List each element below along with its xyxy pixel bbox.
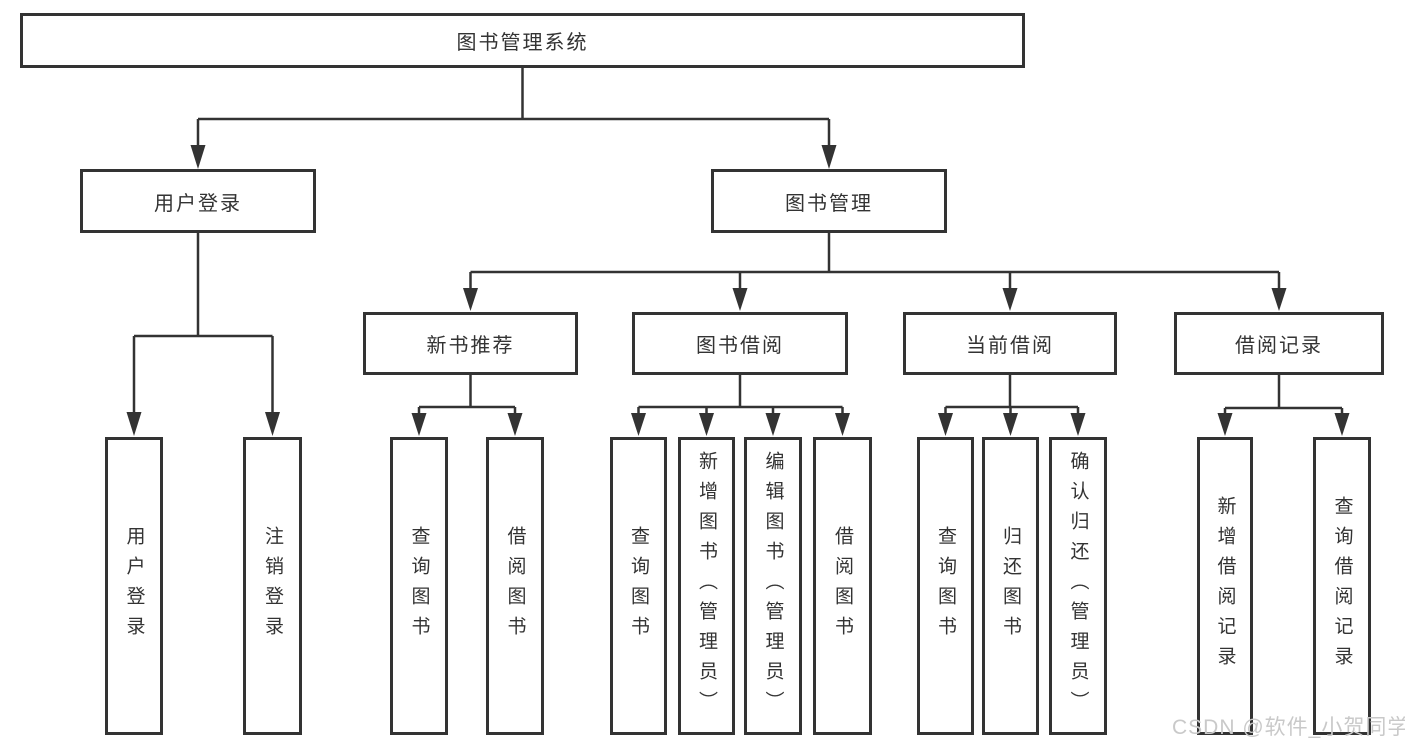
node-label: 图书管理系统 (456, 32, 589, 54)
node-new-book-recommend: 新书推荐 (363, 312, 578, 375)
arrowhead (507, 413, 523, 436)
arrowhead (732, 288, 748, 311)
leaf-query-books-recommend: 查询图书 (390, 437, 448, 735)
connector-root-to-level2 (190, 68, 837, 169)
connector-book-borrow-to-leaves (631, 375, 850, 436)
node-book-management: 图书管理 (711, 169, 947, 233)
leaf-user-login: 用户登录 (105, 437, 163, 735)
arrowhead (631, 413, 646, 436)
arrowhead (265, 412, 280, 436)
arrowhead (1217, 413, 1233, 436)
connector-user-login-to-leaves (126, 233, 280, 436)
node-label: 图书借阅 (696, 335, 784, 357)
arrowhead (463, 288, 478, 311)
csdn-watermark: CSDN @软件_小贺同学 (1172, 716, 1405, 739)
arrowhead (1271, 288, 1287, 311)
node-label: 当前借阅 (966, 335, 1054, 357)
node-root-library-system: 图书管理系统 (20, 13, 1025, 68)
node-current-borrow: 当前借阅 (903, 312, 1117, 375)
leaf-add-books-admin: 新增图书（管理员） (678, 437, 735, 735)
leaf-edit-books-admin: 编辑图书（管理员） (744, 437, 802, 735)
node-label: 新书推荐 (426, 335, 515, 357)
leaf-query-books-borrow: 查询图书 (610, 437, 667, 735)
node-label: 图书管理 (785, 192, 873, 215)
arrowhead (1334, 413, 1350, 436)
leaf-borrow-books-recommend: 借阅图书 (486, 437, 544, 735)
leaf-confirm-return-admin: 确认归还（管理员） (1049, 437, 1107, 735)
connector-borrow-records-to-leaves (1217, 375, 1350, 436)
leaf-return-books: 归还图书 (982, 437, 1039, 735)
node-book-borrow: 图书借阅 (632, 312, 848, 375)
node-label: 借阅记录 (1235, 335, 1323, 357)
arrowhead (126, 412, 142, 436)
leaf-query-books-current: 查询图书 (917, 437, 974, 735)
leaf-logout: 注销登录 (243, 437, 302, 735)
arrowhead (1003, 413, 1018, 436)
arrowhead (938, 413, 953, 436)
arrowhead (1002, 288, 1018, 311)
node-borrow-records: 借阅记录 (1174, 312, 1384, 375)
arrowhead (821, 145, 837, 169)
arrowhead (699, 413, 714, 436)
arrowhead (765, 413, 781, 436)
arrowhead (835, 413, 850, 436)
connector-current-borrow-to-leaves (938, 375, 1086, 436)
connector-new-book-to-leaves (411, 375, 523, 436)
leaf-query-borrow-record: 查询借阅记录 (1313, 437, 1371, 735)
arrowhead (190, 145, 206, 169)
connector-book-mgmt-to-level3 (463, 233, 1287, 311)
node-user-login: 用户登录 (80, 169, 316, 233)
leaf-borrow-books: 借阅图书 (813, 437, 872, 735)
arrowhead (1070, 413, 1086, 436)
node-label: 用户登录 (154, 192, 242, 215)
arrowhead (411, 413, 427, 436)
leaf-add-borrow-record: 新增借阅记录 (1197, 437, 1253, 735)
